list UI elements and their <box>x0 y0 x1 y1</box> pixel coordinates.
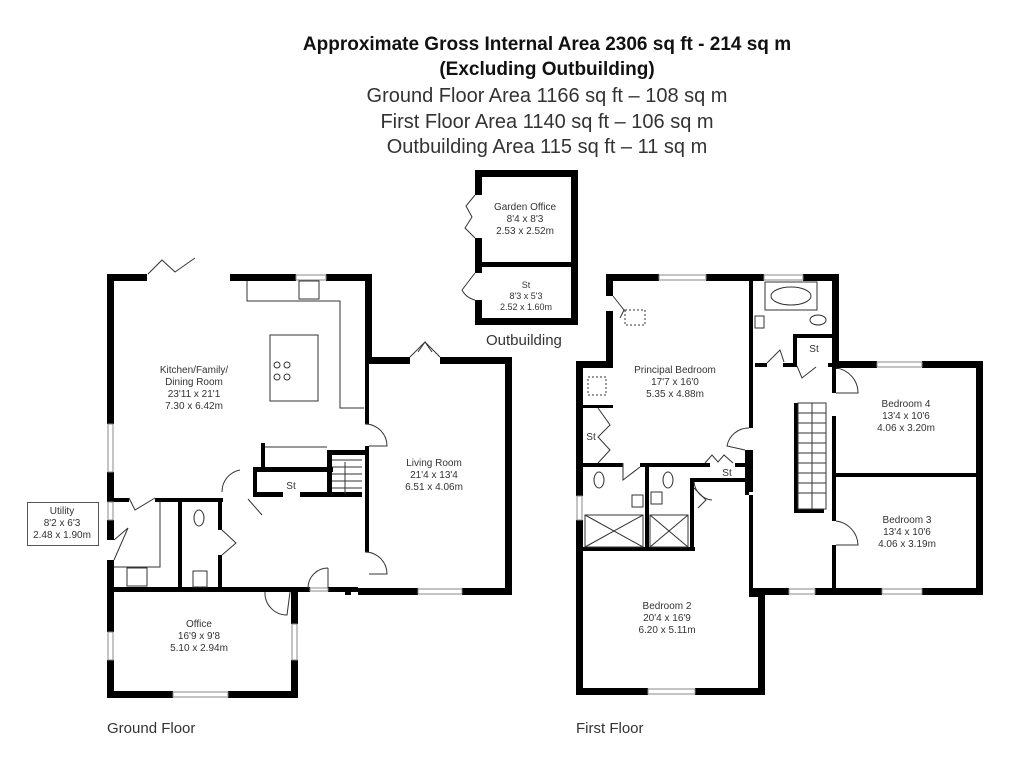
room-label-outbuilding-store: St 8'3 x 5'3 2.52 x 1.60m <box>499 280 553 312</box>
room-label-bedroom-4: Bedroom 4 13'4 x 10'6 4.06 x 3.20m <box>877 399 935 434</box>
room-label-utility: Utility 8'2 x 6'3 2.48 x 1.90m <box>33 506 91 541</box>
utility-callout-box <box>27 502 99 546</box>
room-label-ground-store: St <box>286 481 296 492</box>
walls <box>107 170 983 698</box>
room-label-garden-office: Garden Office 8'4 x 8'3 2.53 x 2.52m <box>493 202 557 237</box>
first-floor-label: First Floor <box>576 720 644 737</box>
outbuilding-label: Outbuilding <box>486 332 562 349</box>
outbuilding-area: Outbuilding Area 115 sq ft – 11 sq m <box>386 136 708 158</box>
room-label-landing-store: St <box>722 468 732 479</box>
room-label-bath-store: St <box>809 344 819 355</box>
doors-fixtures <box>113 194 859 616</box>
first-floor-area: First Floor Area 1140 sq ft – 106 sq m <box>380 111 714 133</box>
room-label-bedroom-3: Bedroom 3 13'4 x 10'6 4.06 x 3.19m <box>878 515 936 550</box>
excluding-outbuilding-note: (Excluding Outbuilding) <box>439 59 655 80</box>
room-label-principal-store: St <box>586 432 596 443</box>
room-label-office: Office 16'9 x 9'8 5.10 x 2.94m <box>170 619 228 654</box>
gross-area-title: Approximate Gross Internal Area 2306 sq … <box>302 34 792 55</box>
room-label-bedroom-2: Bedroom 2 20'4 x 16'9 6.20 x 5.11m <box>638 601 696 636</box>
room-label-principal-bedroom: Principal Bedroom 17'7 x 16'0 5.35 x 4.8… <box>634 365 716 400</box>
ground-floor-label: Ground Floor <box>107 720 196 737</box>
ground-floor-area: Ground Floor Area 1166 sq ft – 108 sq m <box>366 85 728 107</box>
room-label-kitchen: Kitchen/Family/ Dining Room 23'11 x 21'1… <box>159 365 229 412</box>
room-label-living-room: Living Room 21'4 x 13'4 6.51 x 4.06m <box>405 458 463 493</box>
windows <box>107 274 923 698</box>
